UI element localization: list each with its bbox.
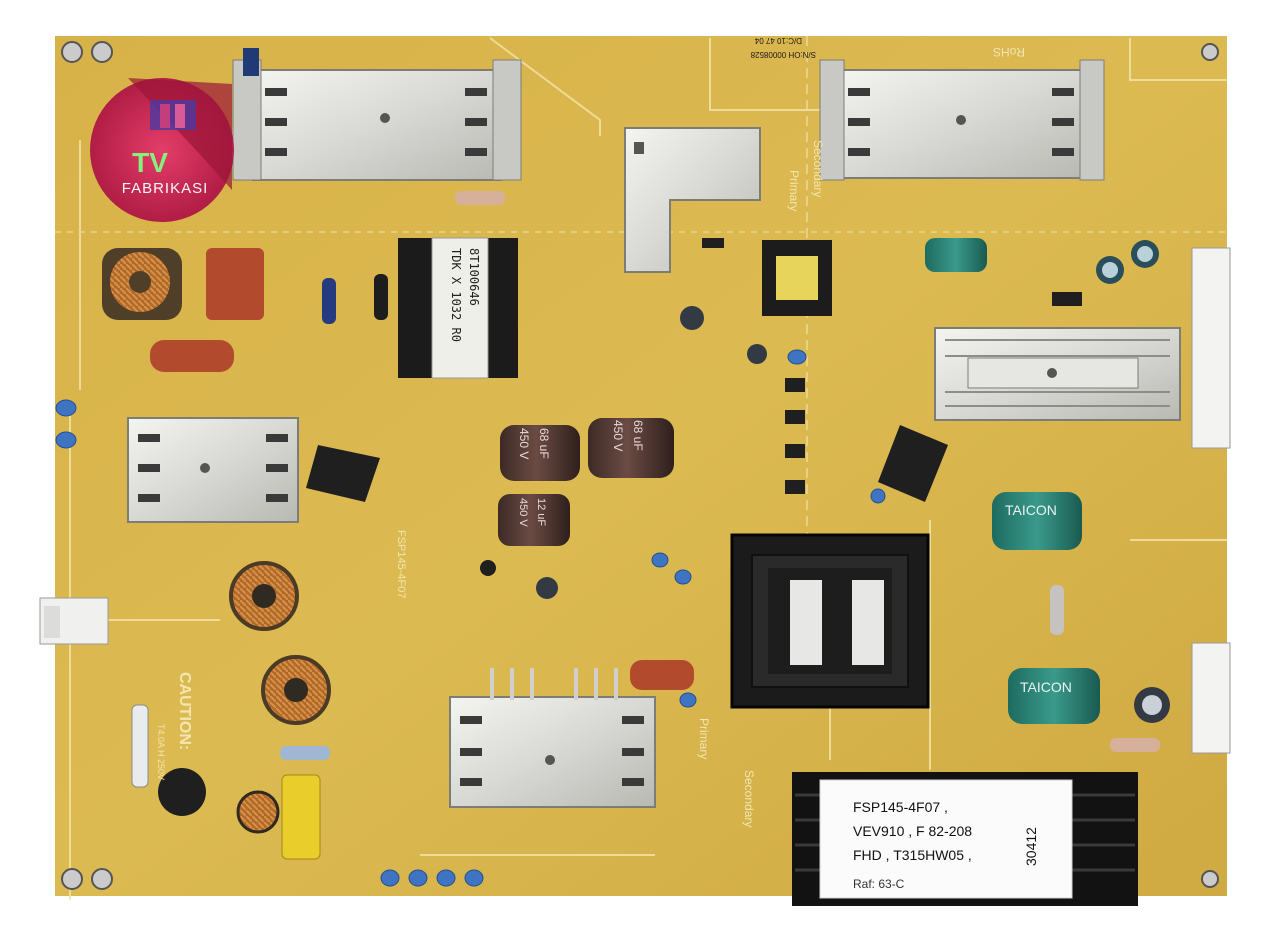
- bulk-capacitor-3: [498, 494, 570, 546]
- tv-fabrikasi-logo: TV FABRIKASI: [90, 78, 234, 222]
- transformer-8t100646: [398, 237, 518, 379]
- resistors: [280, 191, 1160, 760]
- serial-number: S/N:OH 00008528: [750, 50, 816, 59]
- heatsink-l-shape: [624, 127, 761, 273]
- logo-line2: FABRIKASI: [122, 180, 209, 197]
- standby-transformer: [762, 240, 832, 316]
- transformer-maker-code: TDK X 1032 R0: [449, 248, 463, 342]
- secondary-bottom-label: Secondary: [742, 770, 756, 827]
- capacitor-labels: 68 uF 450 V 68 uF 450 V 12 uF 450 V TAIC…: [517, 420, 1072, 695]
- silkscreen-text: RoHS S/N:OH 00008528 D/C:10 47 04 Primar…: [156, 36, 1025, 827]
- bulk-capacitor-2: [588, 418, 674, 478]
- cap3-voltage: 450 V: [517, 498, 529, 527]
- taicon-capacitor-1: [992, 492, 1082, 550]
- part-sticker: FSP145-4F07 , VEV910 , F 82-208 FHD , T3…: [819, 779, 1073, 899]
- disc-capacitors: [55, 349, 886, 887]
- heatsink-right-finned: [934, 327, 1181, 421]
- choke-yellow: [236, 774, 321, 860]
- caution-fuse-rating: T4.0A H 250V: [156, 724, 166, 780]
- sticker-line1: FSP145-4F07 ,: [853, 799, 948, 815]
- cap1-value: 68 uF: [537, 428, 551, 459]
- rohs-marking: RoHS: [993, 45, 1025, 59]
- heatsink-top-right: [819, 59, 1105, 181]
- sticker-line2: VEV910 , F 82-208: [853, 823, 972, 839]
- cap2-voltage: 450 V: [611, 420, 625, 451]
- sticker-line3: FHD , T315HW05 ,: [853, 847, 972, 863]
- fuse: [131, 704, 149, 788]
- film-capacitors: [150, 248, 694, 690]
- heatsink-bottom-middle: [449, 668, 656, 808]
- bulk-capacitor-1: [500, 425, 580, 481]
- toroid-inductor-3: [261, 655, 331, 725]
- sticker-rotated-code: 30412: [1023, 827, 1039, 866]
- main-transformer: [730, 533, 930, 709]
- sticker-raf: Raf: 63-C: [853, 877, 905, 891]
- taicon-label-1: TAICON: [1005, 502, 1057, 518]
- heatsink-top-left: [232, 59, 522, 181]
- cap1-voltage: 450 V: [517, 428, 531, 459]
- cap3-value: 12 uF: [535, 498, 547, 526]
- date-code: D/C:10 47 04: [754, 36, 802, 45]
- output-connectors: [1191, 247, 1231, 754]
- model-marking: FSP145-4F07: [395, 530, 407, 598]
- semiconductors: [158, 238, 1082, 816]
- primary-top-label: Primary: [787, 170, 801, 211]
- small-capacitors: [243, 48, 1170, 723]
- transformer-label: 8T100646 TDK X 1032 R0: [449, 248, 481, 342]
- toroid-inductor-2: [229, 561, 299, 631]
- logo-line1: TV: [132, 147, 168, 178]
- taicon-capacitor-2: [1008, 668, 1100, 724]
- ac-input-connector: [39, 597, 109, 645]
- transformer-part-number: 8T100646: [467, 248, 481, 306]
- secondary-top-label: Secondary: [811, 140, 825, 197]
- mounting-holes: [61, 41, 1219, 890]
- toroid-inductor-1: [102, 248, 182, 320]
- cap2-value: 68 uF: [631, 420, 645, 451]
- heatsink-left-middle: [127, 417, 299, 523]
- caution-title: CAUTION:: [176, 672, 193, 750]
- primary-bottom-label: Primary: [697, 718, 711, 759]
- taicon-label-2: TAICON: [1020, 679, 1072, 695]
